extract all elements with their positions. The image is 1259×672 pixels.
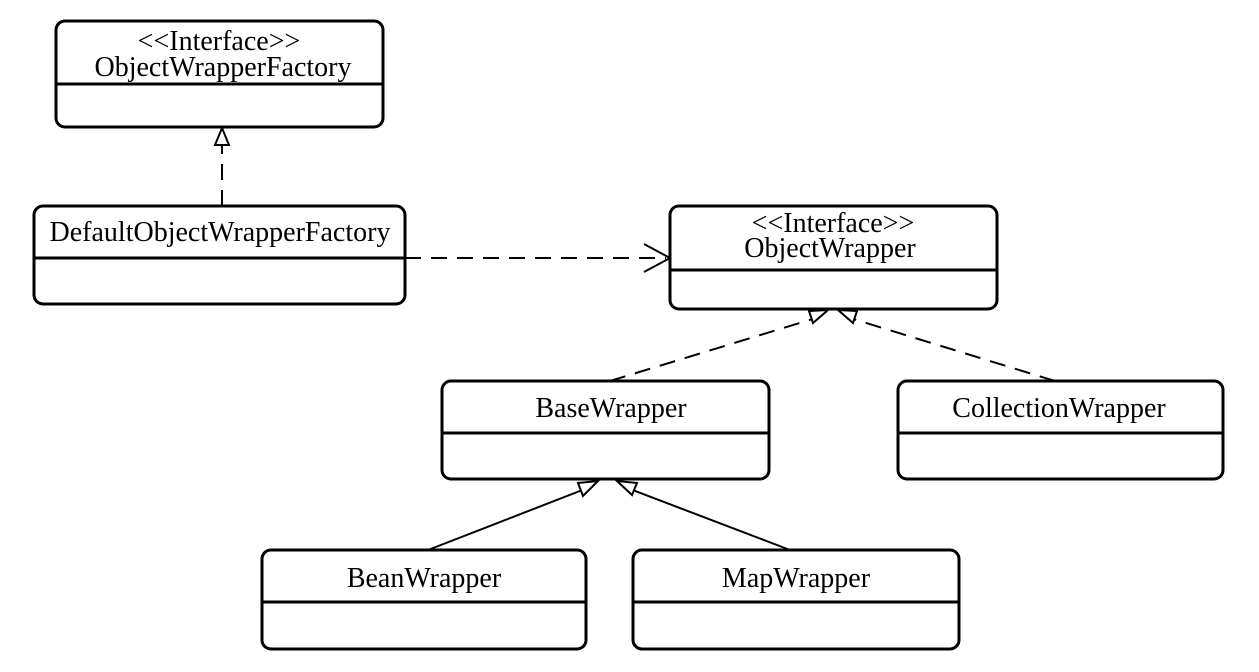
class-name: ObjectWrapperFactory — [95, 52, 352, 83]
class-name: BaseWrapper — [535, 393, 687, 424]
class-bean-wrapper[interactable]: BeanWrapper — [260, 548, 588, 651]
stereotype-label: <<Interface>> — [138, 26, 301, 57]
class-map-wrapper[interactable]: MapWrapper — [631, 548, 961, 651]
dependency-default-factory-to-object-wrapper — [405, 243, 673, 273]
realization-default-factory-to-factory — [213, 125, 231, 206]
class-base-wrapper[interactable]: BaseWrapper — [440, 379, 771, 481]
class-name: BeanWrapper — [347, 563, 502, 594]
class-object-wrapper-factory[interactable]: <<Interface>> ObjectWrapperFactory — [54, 19, 385, 129]
realization-collection-wrapper-to-object-wrapper — [835, 308, 1056, 382]
class-name: CollectionWrapper — [952, 393, 1166, 424]
generalization-bean-wrapper-to-base-wrapper — [427, 479, 601, 551]
stereotype-label: <<Interface>> — [752, 208, 915, 239]
realization-base-wrapper-to-object-wrapper — [609, 308, 831, 382]
class-default-object-wrapper-factory[interactable]: DefaultObjectWrapperFactory — [32, 204, 407, 306]
class-object-wrapper[interactable]: <<Interface>> ObjectWrapper — [668, 204, 999, 311]
class-collection-wrapper[interactable]: CollectionWrapper — [896, 379, 1225, 481]
class-name: DefaultObjectWrapperFactory — [50, 217, 391, 248]
class-name: ObjectWrapper — [744, 233, 916, 264]
class-name: MapWrapper — [722, 563, 871, 594]
generalization-map-wrapper-to-base-wrapper — [614, 479, 791, 551]
